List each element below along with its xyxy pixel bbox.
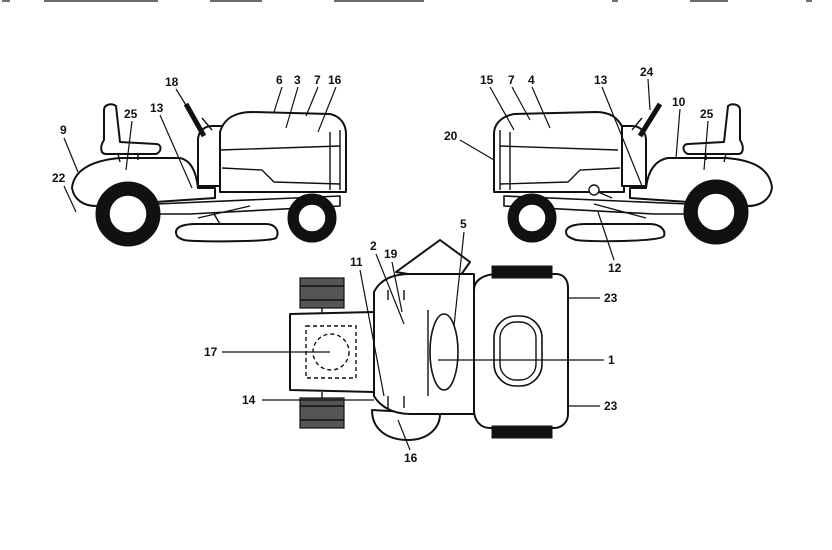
left-view-callouts: 18 6 3 7 16 25 13 9 22 xyxy=(52,73,342,213)
mower-deck xyxy=(175,223,279,243)
callout-12: 12 xyxy=(608,261,622,275)
right-side-view-tractor xyxy=(493,102,773,245)
callout-11: 11 xyxy=(350,255,363,269)
front-tire-top xyxy=(299,277,345,309)
callout-13-right: 13 xyxy=(594,73,608,87)
callout-6: 6 xyxy=(276,73,283,87)
callout-9: 9 xyxy=(60,123,67,137)
callout-22: 22 xyxy=(52,171,66,185)
callout-23-top: 23 xyxy=(604,291,618,305)
callout-20: 20 xyxy=(444,129,458,143)
callout-3: 3 xyxy=(294,73,301,87)
rear-tire-bottom xyxy=(491,425,553,439)
left-side-view-tractor xyxy=(71,102,347,247)
callout-10: 10 xyxy=(672,95,686,109)
top-view-tractor xyxy=(289,239,569,441)
callout-14: 14 xyxy=(242,393,256,407)
callout-17: 17 xyxy=(204,345,218,359)
steering-wheel-top xyxy=(429,313,459,391)
callout-1: 1 xyxy=(608,353,615,367)
seat-right xyxy=(682,103,744,155)
dash-tower xyxy=(197,125,223,187)
seat xyxy=(100,103,162,155)
callout-15: 15 xyxy=(480,73,494,87)
hood-right xyxy=(493,111,625,193)
callout-25-right: 25 xyxy=(700,107,714,121)
callout-7-right: 7 xyxy=(508,73,515,87)
callout-5: 5 xyxy=(460,217,467,231)
front-tire-bottom xyxy=(299,397,345,429)
callout-25: 25 xyxy=(124,107,138,121)
callout-16-top: 16 xyxy=(404,451,418,465)
callout-2: 2 xyxy=(370,239,377,253)
mower-deck-right xyxy=(565,223,666,243)
top-view-callouts: 2 19 5 11 17 1 14 16 23 23 xyxy=(204,217,618,465)
callout-18: 18 xyxy=(165,75,179,89)
rear-tire-top xyxy=(491,265,553,279)
callout-4: 4 xyxy=(528,73,535,87)
seat-top xyxy=(493,315,543,387)
callout-16: 16 xyxy=(328,73,342,87)
callout-7: 7 xyxy=(314,73,321,87)
callout-13: 13 xyxy=(150,101,164,115)
callout-19: 19 xyxy=(384,247,398,261)
right-view-callouts: 15 7 4 13 24 10 25 20 12 xyxy=(444,65,714,275)
deck-half-round xyxy=(371,409,441,441)
callout-24: 24 xyxy=(640,65,654,79)
callout-23-bottom: 23 xyxy=(604,399,618,413)
header-strip xyxy=(0,0,832,3)
mid-body xyxy=(373,273,475,415)
hood xyxy=(219,111,347,193)
